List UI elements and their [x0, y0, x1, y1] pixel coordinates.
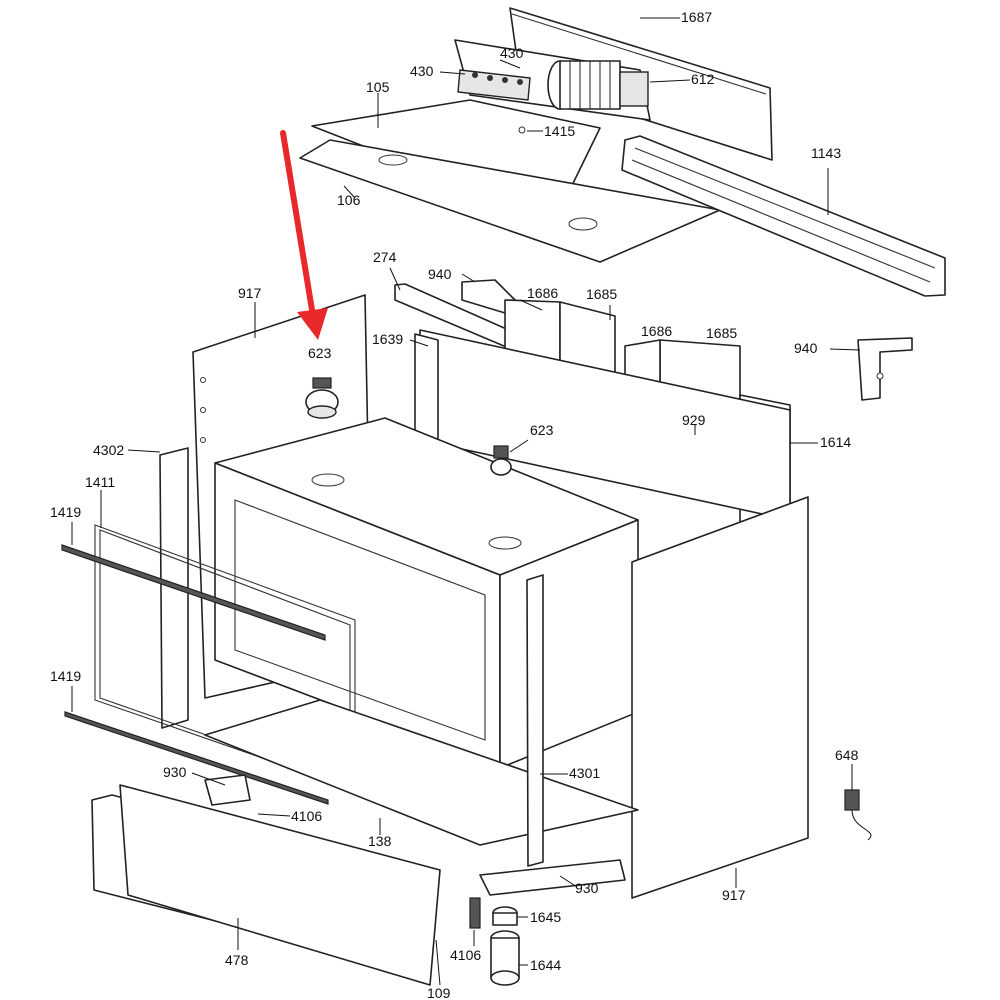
leveling-leg: [490, 906, 520, 986]
callout-1419-bottom: 1419: [50, 668, 81, 684]
callout-1143: 1143: [811, 145, 841, 161]
callout-4302: 4302: [93, 442, 124, 458]
callout-4106-left: 4106: [291, 808, 322, 824]
sensor-623-highlighted: [305, 377, 339, 419]
bracket-940-right: [857, 337, 913, 401]
callout-1639: 1639: [372, 331, 403, 347]
callout-930-right: 930: [575, 880, 599, 896]
callout-274: 274: [373, 249, 397, 265]
callout-1419-top: 1419: [50, 504, 81, 520]
blower-motor-612: [547, 60, 649, 110]
highlight-arrow: [280, 130, 328, 340]
callout-623-highlighted: 623: [308, 345, 332, 361]
callout-1687: 1687: [681, 9, 712, 25]
leader-lines: [71, 17, 861, 986]
strip-1419-bottom: [64, 711, 329, 805]
rail-4301: [526, 574, 544, 867]
callout-105: 105: [366, 79, 390, 95]
callout-940-left: 940: [428, 266, 452, 282]
callout-917-left: 917: [238, 285, 262, 301]
callout-612: 612: [691, 71, 715, 87]
callout-478: 478: [225, 952, 249, 968]
callout-1645: 1645: [530, 909, 561, 925]
callout-1614: 1614: [820, 434, 851, 450]
callout-930-left: 930: [163, 764, 187, 780]
hinge-930-left: [204, 774, 251, 806]
callout-929: 929: [682, 412, 706, 428]
outlet-648: [844, 789, 872, 841]
callout-4106-bottom: 4106: [450, 947, 481, 963]
callout-4301: 4301: [569, 765, 600, 781]
vent-109: [119, 784, 441, 986]
callout-1685-b: 1685: [706, 325, 737, 341]
callout-940-right: 940: [794, 340, 818, 356]
callout-106: 106: [337, 192, 361, 208]
hinge-930-right: [479, 859, 626, 896]
right-side-panel-917: [631, 496, 809, 899]
front-trim-1143: [621, 135, 946, 297]
callout-1686-a: 1686: [527, 285, 558, 301]
callout-1685-a: 1685: [586, 286, 617, 302]
sensor-623: [490, 445, 512, 476]
callout-917-right: 917: [722, 887, 746, 903]
callout-623: 623: [530, 422, 554, 438]
strip-1419-top: [61, 544, 326, 641]
callout-430-top: 430: [500, 45, 524, 61]
hinge-4106: [469, 897, 481, 929]
callout-109: 109: [427, 985, 451, 1000]
callout-648: 648: [835, 747, 859, 763]
callout-430-left: 430: [410, 63, 434, 79]
callout-1411: 1411: [85, 474, 115, 490]
callout-1686-b: 1686: [641, 323, 672, 339]
callout-138: 138: [368, 833, 392, 849]
callout-1415: 1415: [544, 123, 575, 139]
callout-1644: 1644: [530, 957, 561, 973]
callout-labels: 1687 430 430 612 105 1415 106 1143 274 9…: [50, 9, 859, 1000]
